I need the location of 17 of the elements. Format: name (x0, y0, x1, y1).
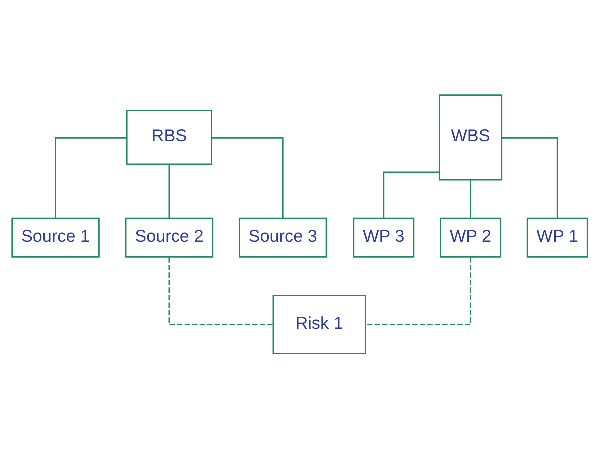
connector (470, 180, 472, 218)
node-box: WP 2 (440, 218, 502, 258)
connector (55, 137, 127, 218)
connector (502, 137, 558, 218)
node-box: WP 3 (353, 218, 415, 258)
connector (168, 258, 274, 326)
node-box: WP 1 (526, 218, 588, 258)
node-box: Source 2 (125, 218, 214, 258)
connector (212, 137, 284, 218)
connector (168, 164, 170, 219)
connector (383, 172, 440, 218)
node-box: Source 1 (12, 218, 100, 258)
node-box: Source 3 (238, 218, 328, 258)
node-box: RBS (126, 110, 212, 166)
connector (366, 258, 472, 326)
node-box: Risk 1 (272, 295, 366, 354)
node-box: WBS (438, 94, 503, 181)
